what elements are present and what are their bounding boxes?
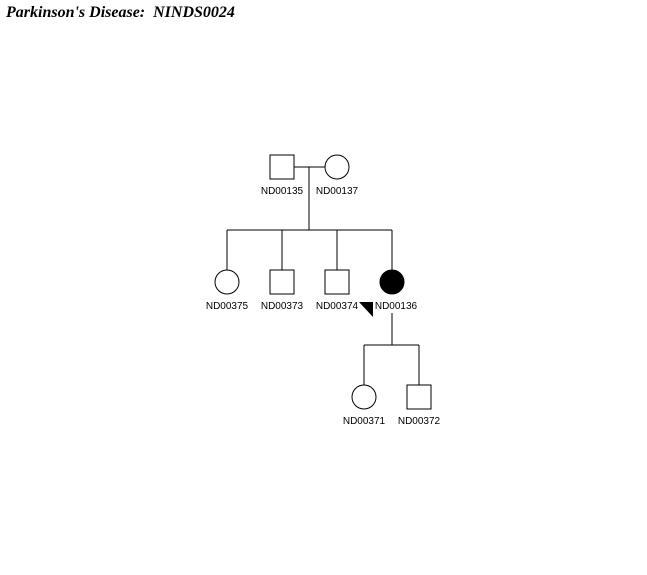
child4-id-label: ND00136: [375, 301, 418, 312]
child2-id-label: ND00373: [261, 301, 304, 312]
grandchild1-id-label: ND00371: [343, 416, 386, 427]
mother-id-label: ND00137: [316, 186, 359, 197]
child3-symbol[interactable]: [324, 269, 350, 295]
page-title: Parkinson's Disease: NINDS0024: [6, 4, 235, 21]
child4-symbol[interactable]: [379, 269, 405, 295]
grandchild2-symbol[interactable]: [406, 384, 432, 410]
grandchild1-symbol[interactable]: [351, 384, 377, 410]
child2-symbol[interactable]: [269, 269, 295, 295]
child1-symbol[interactable]: [214, 269, 240, 295]
proband-arrow-icon: [359, 302, 373, 317]
father-id-label: ND00135: [261, 186, 304, 197]
mother-symbol[interactable]: [324, 154, 350, 180]
child3-id-label: ND00374: [316, 301, 359, 312]
grandchild2-id-label: ND00372: [398, 416, 441, 427]
father-symbol[interactable]: [269, 154, 295, 180]
child1-id-label: ND00375: [206, 301, 249, 312]
